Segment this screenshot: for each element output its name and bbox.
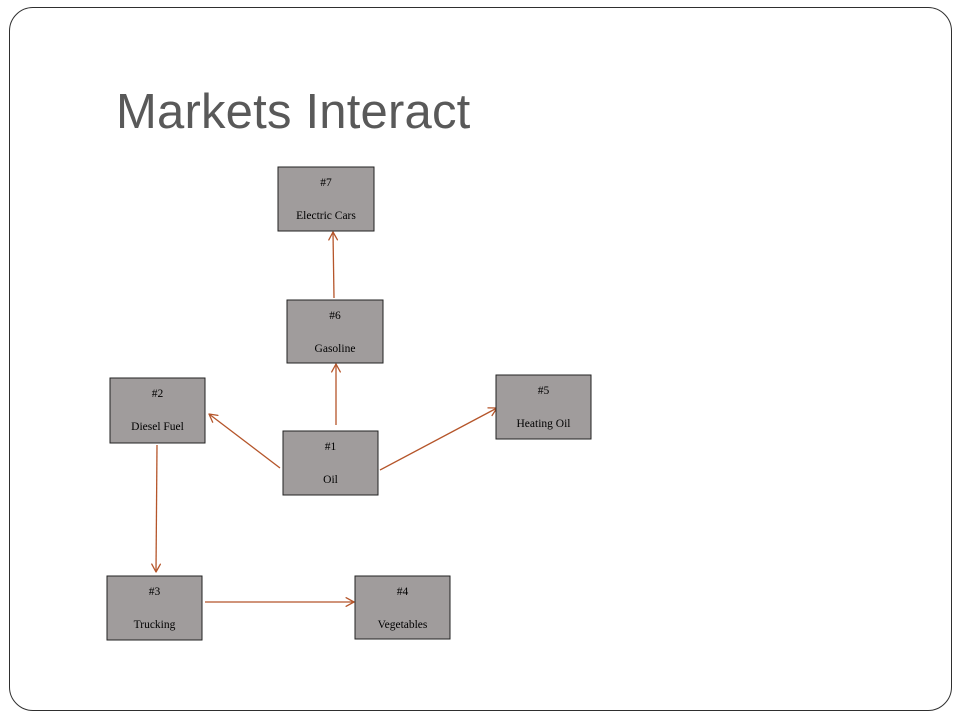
- node-number: #1: [325, 441, 337, 453]
- arrowhead-icon: [208, 413, 219, 423]
- node-label: Diesel Fuel: [131, 421, 184, 433]
- arrow-n1-to-n5: [379, 407, 498, 471]
- node-label: Trucking: [134, 619, 176, 631]
- node-number: #3: [149, 586, 161, 598]
- node-box: [286, 299, 384, 364]
- node-label: Gasoline: [315, 343, 356, 355]
- node-number: #5: [538, 385, 550, 397]
- node-box: [354, 575, 451, 640]
- node-box: [106, 575, 203, 641]
- arrow-line: [379, 407, 498, 471]
- node-number: #6: [329, 310, 341, 322]
- node-box: [282, 430, 379, 496]
- node-number: #4: [397, 586, 409, 598]
- arrowhead-icon: [151, 563, 162, 573]
- node-box: [495, 374, 592, 440]
- node-label: Heating Oil: [517, 418, 571, 430]
- node-number: #7: [320, 177, 332, 189]
- arrow-n6-to-n7: [328, 231, 339, 299]
- node-number: #2: [152, 388, 164, 400]
- arrowhead-icon: [328, 231, 339, 241]
- arrow-n3-to-n4: [205, 597, 355, 607]
- arrow-n1-to-n2: [208, 413, 281, 469]
- arrowhead-icon: [331, 363, 341, 373]
- arrow-line: [332, 231, 335, 299]
- slide-title: Markets Interact: [116, 85, 471, 139]
- edges-layer: [151, 231, 498, 607]
- node-label: Electric Cars: [296, 210, 356, 222]
- node-label: Oil: [323, 474, 338, 486]
- arrow-n2-to-n3: [151, 444, 162, 573]
- node-label: Vegetables: [378, 619, 428, 631]
- arrow-n1-to-n6: [331, 363, 341, 425]
- arrowhead-icon: [345, 597, 355, 607]
- arrow-line: [155, 444, 158, 573]
- arrow-line: [208, 413, 281, 469]
- node-box: [277, 166, 375, 232]
- node-box: [109, 377, 206, 444]
